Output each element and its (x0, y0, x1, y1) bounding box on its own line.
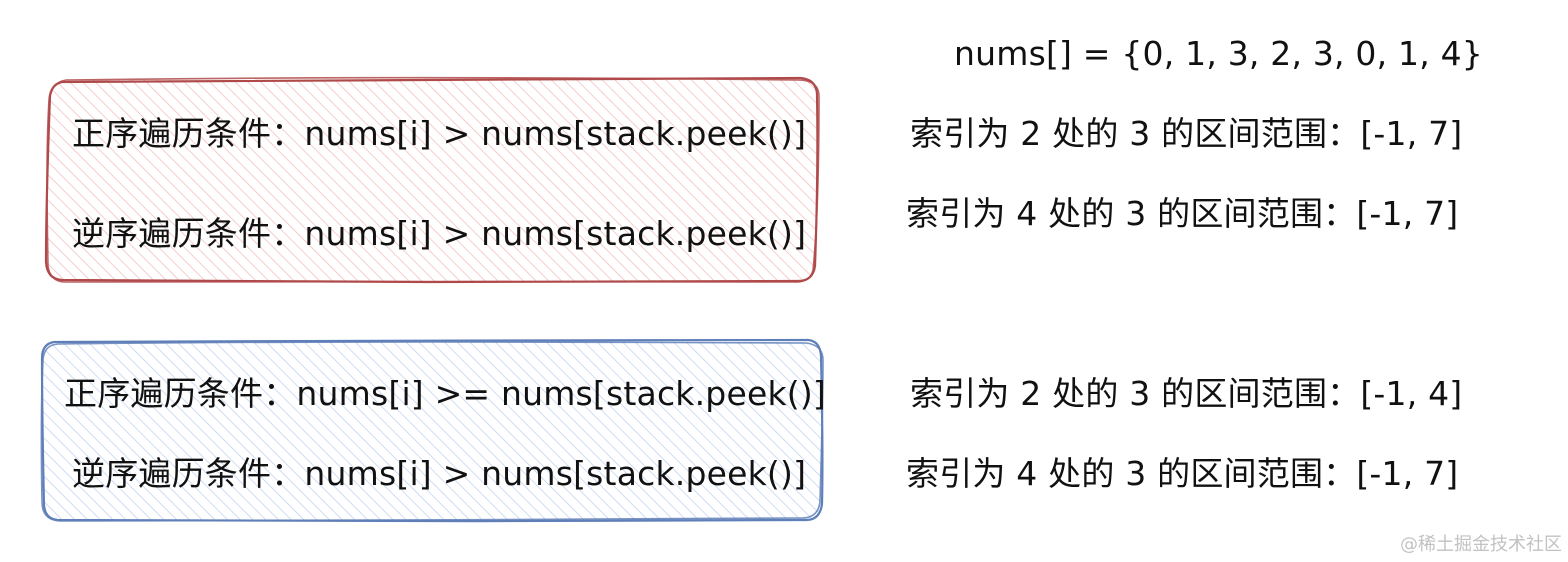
red-box-forward-condition: 正序遍历条件：nums[i] > nums[stack.peek()] (72, 114, 807, 153)
blue-result-index-4: 索引为 4 处的 3 的区间范围：[-1, 7] (906, 454, 1459, 493)
array-definition: nums[] = {0, 1, 3, 2, 3, 0, 1, 4} (954, 34, 1483, 73)
blue-box-reverse-condition: 逆序遍历条件：nums[i] > nums[stack.peek()] (72, 454, 807, 493)
blue-box-forward-condition: 正序遍历条件：nums[i] >= nums[stack.peek()] (64, 374, 826, 413)
watermark: @稀土掘金技术社区 (1400, 534, 1562, 555)
red-result-index-2: 索引为 2 处的 3 的区间范围：[-1, 7] (910, 114, 1463, 153)
red-result-index-4: 索引为 4 处的 3 的区间范围：[-1, 7] (906, 194, 1459, 233)
blue-result-index-2: 索引为 2 处的 3 的区间范围：[-1, 4] (910, 374, 1463, 413)
red-box-reverse-condition: 逆序遍历条件：nums[i] > nums[stack.peek()] (72, 214, 807, 253)
